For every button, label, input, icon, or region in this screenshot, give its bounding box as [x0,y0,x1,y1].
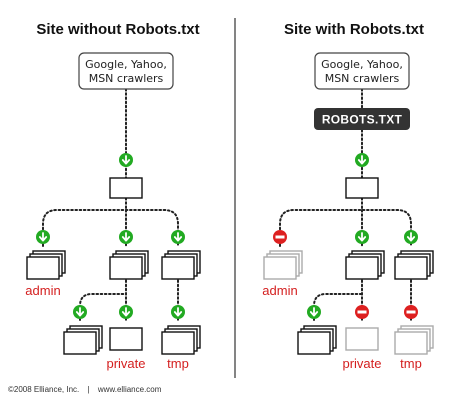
left-admin-label: admin [25,283,60,298]
left-sub-node [63,325,103,355]
right-private-label: private [342,356,381,371]
left-crawler-line1: Google, Yahoo, [85,58,167,71]
left-crawler-line2: MSN crawlers [89,72,164,85]
red-no-entry-icon [273,230,287,244]
left-title: Site without Robots.txt [36,21,199,38]
left-tmp-label: tmp [167,356,189,371]
left-middle-node [109,250,149,280]
red-no-entry-icon [404,305,418,319]
green-down-arrow-icon [170,304,186,320]
footer-separator: | [88,385,90,394]
left-admin-node [26,250,66,280]
footer-url: www.elliance.com [97,385,162,394]
right-crawler-line1: Google, Yahoo, [321,58,403,71]
robots-txt-label: ROBOTS.TXT [322,113,403,127]
robots-txt-box [314,108,410,130]
right-title: Site with Robots.txt [284,21,424,38]
green-down-arrow-icon [118,152,134,168]
right-crawler-box [314,52,410,90]
left-root-node [109,177,143,199]
green-down-arrow-icon [403,229,419,245]
green-down-arrow-icon [170,229,186,245]
green-down-arrow-icon [72,304,88,320]
green-down-arrow-icon [306,304,322,320]
right-tmp-node-blocked [394,325,434,355]
left-panel: Google, Yahoo, MSN crawlers [25,52,201,371]
right-root-node [345,177,379,199]
footer-copyright: ©2008 Elliance, Inc. [8,385,79,394]
left-connector-branch [42,209,179,247]
red-no-entry-icon [355,305,369,319]
right-connector-branch [279,209,412,247]
right-connector-sub-branch [313,293,363,321]
right-crawler-line2: MSN crawlers [325,72,400,85]
right-right-node [394,250,434,280]
left-private-label: private [106,356,145,371]
left-connector-sub-branch [79,293,127,321]
green-down-arrow-icon [354,229,370,245]
right-sub-node [297,325,337,355]
green-down-arrow-icon [35,229,51,245]
green-down-arrow-icon [354,152,370,168]
right-middle-node [345,250,385,280]
right-admin-label: admin [262,283,297,298]
left-tmp-node [161,325,201,355]
right-admin-node-blocked [263,250,303,280]
left-right-node [161,250,201,280]
green-down-arrow-icon [118,229,134,245]
right-panel: Google, Yahoo, MSN crawlers ROBOTS.TXT [262,52,434,371]
green-down-arrow-icon [118,304,134,320]
right-tmp-label: tmp [400,356,422,371]
right-private-node-blocked [345,327,379,351]
left-private-node [109,327,143,351]
left-crawler-box [78,52,174,90]
footer: ©2008 Elliance, Inc. | www.elliance.com [8,385,162,394]
